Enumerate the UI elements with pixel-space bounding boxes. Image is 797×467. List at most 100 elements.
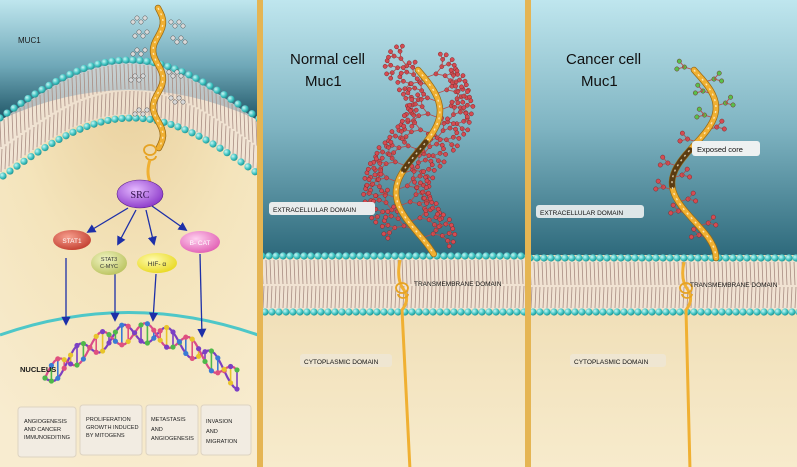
sugar-bead: [373, 156, 379, 162]
sugar-bead: [437, 163, 443, 169]
bcat-label: B- CAT: [190, 240, 211, 247]
nuclear-envelope: [0, 311, 258, 337]
lipid-head: [335, 252, 343, 260]
sugar-bead: [446, 243, 452, 249]
lipid-head: [17, 99, 25, 107]
lipid-head: [517, 252, 525, 260]
sugar-bead: [424, 185, 429, 190]
lipid-head: [634, 308, 642, 316]
sugar-bead: [134, 15, 140, 21]
lipid-head: [596, 254, 604, 262]
sugar-bead: [429, 162, 435, 168]
sugar-bead: [452, 232, 458, 237]
extracellular-label: EXTRACELLULAR DOMAIN: [540, 210, 623, 217]
signaling-panel: [0, 0, 258, 467]
lipid-head: [578, 308, 586, 316]
sugar-bead: [396, 87, 402, 93]
sugar-bead: [674, 66, 680, 72]
sugar-bead: [142, 15, 148, 21]
lipid-head: [627, 308, 635, 316]
lipid-head: [167, 120, 175, 129]
lipid-head: [764, 254, 772, 262]
sugar-bead: [424, 178, 430, 184]
lipid-head: [482, 252, 490, 260]
lipid-head: [83, 122, 91, 131]
lipid-head: [506, 308, 514, 316]
lipid-head: [48, 139, 56, 148]
lipid-head: [536, 308, 544, 316]
sugar-bead: [176, 95, 182, 101]
transmembrane-label: TRANSMEMBRANE DOMAIN: [690, 282, 778, 289]
sugar-bead: [719, 118, 725, 124]
cell-membrane: [0, 56, 258, 180]
sugar-bead: [421, 195, 427, 201]
sugar-bead: [449, 99, 455, 105]
lipid-head: [268, 308, 276, 316]
lipid-head: [331, 308, 339, 316]
lipid-head: [617, 254, 625, 262]
signaling-arrows: [61, 205, 207, 338]
dna-helix: [42, 321, 240, 392]
nucleotide: [68, 361, 74, 367]
lipid-head: [561, 254, 569, 262]
lipid-head: [722, 254, 730, 262]
arrow: [151, 205, 188, 232]
transmembrane-coil: [395, 282, 409, 299]
sugar-bead: [431, 168, 437, 173]
sugar-bead: [415, 164, 420, 170]
lipid-head: [62, 132, 70, 140]
bcat-node: B- CAT: [180, 231, 220, 253]
sugar-bead: [657, 162, 663, 168]
nucleotide: [196, 353, 202, 359]
sugar-bead: [460, 99, 466, 105]
lipid-head: [778, 254, 786, 262]
arrow: [86, 207, 129, 233]
sugar-bead: [136, 77, 142, 83]
transmembrane-coil: [143, 144, 157, 161]
lipid-head: [66, 70, 74, 78]
lipid-head: [485, 308, 493, 316]
lipid-head: [606, 308, 614, 316]
outcome-line: INVASION: [206, 419, 232, 425]
sugar-bead: [691, 226, 697, 232]
normal-cell-panel: [262, 0, 526, 467]
sugar-bead: [447, 217, 452, 222]
outcome-line: GROWTH INDUCED: [86, 425, 139, 431]
lipid-head: [52, 77, 60, 86]
sugar-bead: [450, 239, 456, 245]
protein-stripes: [152, 7, 164, 149]
lipid-head: [711, 308, 719, 316]
nucleotide: [144, 321, 150, 327]
sugar-bead: [687, 174, 693, 180]
arrow: [197, 253, 207, 338]
lipid-head: [739, 308, 747, 316]
cytoplasmic-tail: [397, 259, 412, 467]
lipid-head: [380, 308, 388, 316]
lipid-head: [206, 82, 214, 90]
lipid-head: [248, 110, 256, 118]
nucleotide: [196, 346, 202, 352]
sugar-bead: [130, 19, 136, 25]
outcome-box: ANGIOGENESIS AND CANCER IMMUNOEDITING: [17, 406, 77, 458]
lipid-head: [718, 308, 726, 316]
sugar-bead: [694, 114, 700, 120]
panel-divider: [257, 0, 263, 467]
nucleotide: [55, 375, 61, 381]
sugar-bead: [469, 111, 474, 117]
outcome-box: METASTASIS AND ANGIOGENESIS: [145, 404, 199, 456]
lipid-head: [666, 254, 674, 262]
lipid-head: [363, 252, 371, 260]
nucleotide: [112, 329, 118, 335]
nucleotide: [80, 356, 86, 362]
sugar-bead: [461, 105, 467, 110]
lipid-head: [543, 308, 551, 316]
lipid-head: [213, 86, 221, 94]
lipid-head: [701, 254, 709, 262]
sugar-bead: [128, 77, 134, 83]
sugar-bead: [172, 99, 178, 105]
sugar-bead: [382, 140, 388, 146]
lipid-head: [513, 308, 521, 316]
sugar-bead: [168, 95, 174, 101]
sugar-bead: [172, 23, 178, 29]
